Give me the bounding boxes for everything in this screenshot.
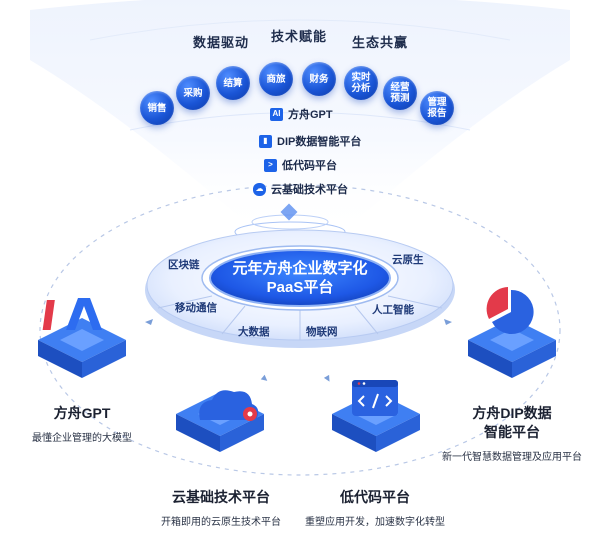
cloud-gear-icon <box>199 390 259 421</box>
product-dip-name-line1: 方舟DIP数据 <box>472 405 552 421</box>
layer-lowcode: > 低代码平台 <box>264 157 337 173</box>
platform-title: 元年方舟企业数字化 PaaS平台 <box>232 259 367 297</box>
layer-cloud-label: 云基础技术平台 <box>271 184 348 196</box>
layer-dip-label: DIP数据智能平台 <box>277 136 362 148</box>
product-gpt-desc: 最懂企业管理的大模型 <box>32 433 132 444</box>
pie-chart-icon <box>486 287 534 334</box>
chart-icon: ▮ <box>259 134 272 148</box>
orbit-path <box>39 184 561 476</box>
app-management-report[interactable]: 管理报告 <box>420 91 454 125</box>
platform-title-line2: PaaS平台 <box>266 279 334 296</box>
top-label-ecosystem: 生态共赢 <box>351 35 409 50</box>
ring-mobile-comm: 移动通信 <box>175 302 217 314</box>
product-lowcode-name: 低代码平台 <box>340 489 410 505</box>
product-gpt-name: 方舟GPT <box>53 405 111 421</box>
app-procurement[interactable]: 采购 <box>176 76 210 110</box>
product-cloud-name: 云基础技术平台 <box>172 489 270 505</box>
ring-blockchain: 区块链 <box>168 259 200 271</box>
app-finance[interactable]: 财务 <box>302 62 336 96</box>
platform-title-line1: 元年方舟企业数字化 <box>232 260 368 277</box>
gpt-logo-icon <box>42 298 102 330</box>
ring-ai: 人工智能 <box>372 304 414 316</box>
product-gpt[interactable]: 方舟GPT 最懂企业管理的大模型 <box>32 404 132 446</box>
code-window-icon <box>352 380 398 416</box>
product-cloud[interactable]: 云基础技术平台 开箱即用的云原生技术平台 <box>161 488 281 530</box>
top-label-tech-empowerment: 技术赋能 <box>270 29 328 44</box>
product-cloud-desc: 开箱即用的云原生技术平台 <box>161 517 281 528</box>
layer-dip: ▮ DIP数据智能平台 <box>259 133 361 149</box>
ring-cloud-native: 云原生 <box>392 254 424 266</box>
app-settlement[interactable]: 结算 <box>216 66 250 100</box>
layer-cloud: ☁ 云基础技术平台 <box>253 181 348 197</box>
layer-gpt: AI 方舟GPT <box>270 106 333 122</box>
product-dip-name-line2: 智能平台 <box>484 424 540 440</box>
layer-lowcode-label: 低代码平台 <box>282 160 337 172</box>
server-gpt <box>38 318 126 378</box>
code-icon: > <box>264 158 277 172</box>
funnel-shape <box>30 0 570 235</box>
product-dip[interactable]: 方舟DIP数据 智能平台 新一代智慧数据管理及应用平台 <box>442 404 582 465</box>
ring-big-data: 大数据 <box>238 326 270 338</box>
layer-gpt-label: 方舟GPT <box>288 109 333 121</box>
cloud-icon: ☁ <box>253 182 266 196</box>
app-business-forecast[interactable]: 经营预测 <box>383 76 417 110</box>
product-lowcode[interactable]: 低代码平台 重塑应用开发，加速数字化转型 <box>305 488 445 530</box>
app-realtime-analysis[interactable]: 实时分析 <box>344 66 378 100</box>
ai-icon: AI <box>270 107 283 121</box>
server-dip <box>468 318 556 378</box>
ring-iot: 物联网 <box>306 326 338 338</box>
product-dip-desc: 新一代智慧数据管理及应用平台 <box>442 452 582 463</box>
top-label-data-driven: 数据驱动 <box>192 35 250 50</box>
product-lowcode-desc: 重塑应用开发，加速数字化转型 <box>305 517 445 528</box>
app-travel[interactable]: 商旅 <box>259 62 293 96</box>
app-sales[interactable]: 销售 <box>140 91 174 125</box>
